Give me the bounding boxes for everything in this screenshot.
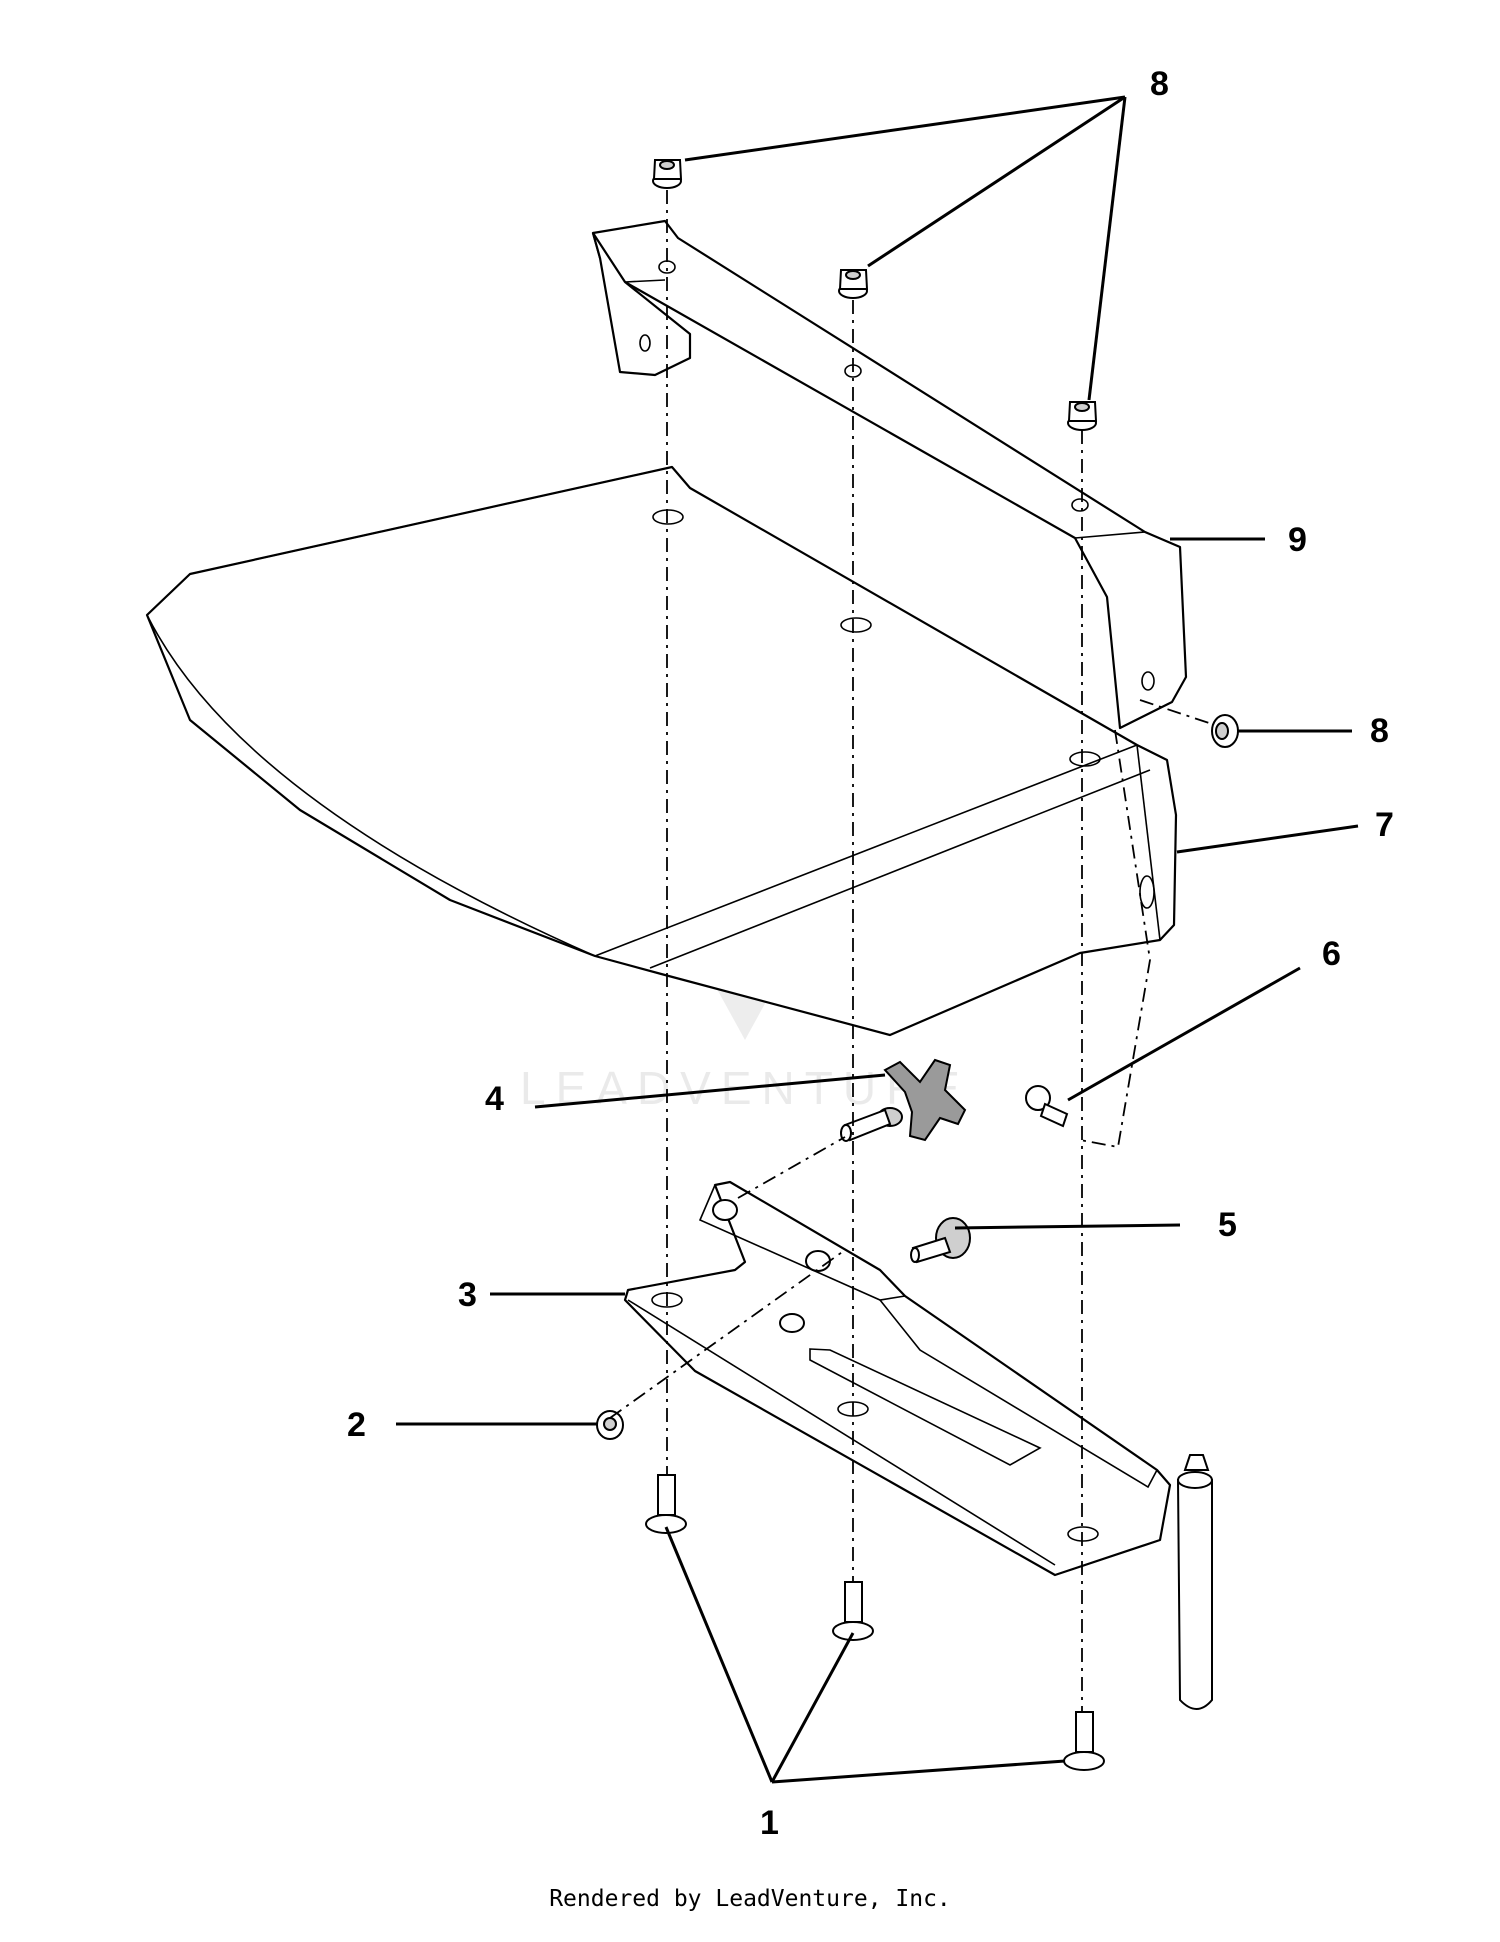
callout-8-top: 8 (1150, 65, 1169, 103)
part-3-bottom-bracket (623, 1180, 1213, 1710)
part-7-deflector-plate (145, 465, 1178, 1037)
part-9-upper-bracket (591, 219, 1188, 730)
callout-labels: 8 9 8 7 6 4 5 3 2 1 (347, 65, 1394, 1842)
part-4-knob (840, 1058, 967, 1142)
callout-2: 2 (347, 1406, 366, 1444)
render-credit-footer: Rendered by LeadVenture, Inc. (549, 1886, 951, 1912)
carriage-bolt-2 (832, 1581, 874, 1641)
callout-1: 1 (760, 1804, 779, 1842)
flange-nut-1 (652, 159, 683, 189)
carriage-bolt-3 (1063, 1711, 1105, 1771)
flange-nut-3 (1067, 401, 1098, 431)
part-6-screw (1025, 1085, 1069, 1128)
part-2-nut (596, 1410, 624, 1440)
flange-nut-side (1211, 714, 1239, 748)
callout-3: 3 (458, 1276, 477, 1314)
callout-6: 6 (1322, 935, 1341, 973)
callout-8-side: 8 (1370, 712, 1389, 750)
callout-5: 5 (1218, 1206, 1237, 1244)
callout-7: 7 (1375, 806, 1394, 844)
part-5-bumper (910, 1217, 971, 1264)
leader-lines (396, 95, 1359, 1784)
part-1-carriage-bolts (645, 1474, 1105, 1771)
flange-nut-2 (838, 269, 869, 299)
assembly-lines (609, 190, 1213, 1712)
callout-4: 4 (485, 1080, 504, 1118)
carriage-bolt-1 (645, 1474, 687, 1534)
callout-9: 9 (1288, 521, 1307, 559)
